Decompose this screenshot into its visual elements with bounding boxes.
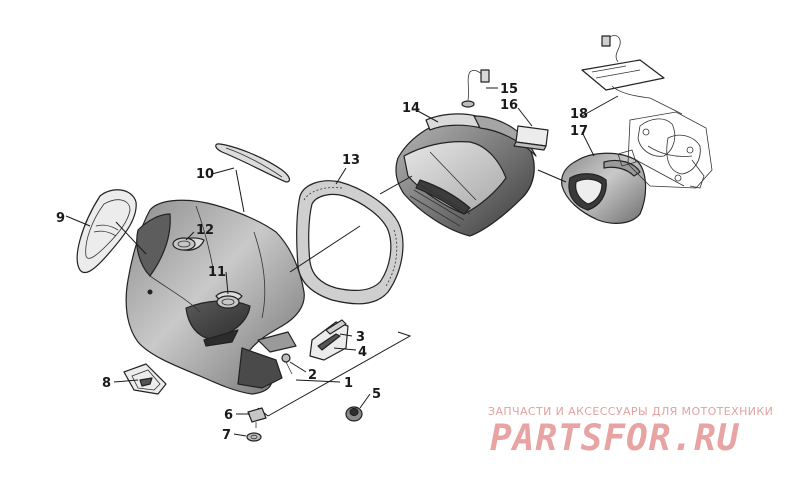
callout-7: 7 <box>222 428 231 443</box>
callout-14: 14 <box>402 101 420 116</box>
hood-shell <box>125 199 305 395</box>
grommet-11 <box>216 295 240 309</box>
callout-12: 12 <box>196 223 214 238</box>
callout-1: 1 <box>344 376 353 391</box>
gasket-10 <box>215 143 291 183</box>
callout-6: 6 <box>224 408 233 423</box>
intake-boot-17 <box>561 152 647 224</box>
callout-18: 18 <box>570 107 588 122</box>
bracket-3-4 <box>309 319 349 361</box>
callout-13: 13 <box>342 153 360 168</box>
callout-3: 3 <box>356 330 365 345</box>
callout-8: 8 <box>102 376 111 391</box>
callout-2: 2 <box>308 368 317 383</box>
callout-11: 11 <box>208 265 226 280</box>
airbox-14 <box>395 113 537 237</box>
watermark-logo: PARTSFOR.RU <box>490 418 740 459</box>
callout-9: 9 <box>56 211 65 226</box>
throttle-assembly-18 <box>581 35 713 189</box>
callout-10: 10 <box>196 167 214 182</box>
screw-2 <box>281 353 293 375</box>
sensor-15 <box>461 69 490 108</box>
watermark-tagline: ЗАПЧАСТИ И АКСЕССУАРЫ ДЛЯ МОТОТЕХНИКИ <box>488 405 774 418</box>
pad-16 <box>513 125 549 151</box>
grommet-12 <box>172 237 196 251</box>
callout-labels: 1 2 3 4 5 6 7 8 9 10 11 12 13 14 15 16 1… <box>56 82 588 443</box>
callout-15: 15 <box>500 82 518 97</box>
callout-17: 17 <box>570 124 588 139</box>
callout-5: 5 <box>372 387 381 402</box>
nut-7 <box>246 432 262 442</box>
side-panel-9 <box>76 189 137 274</box>
callout-16: 16 <box>500 98 518 113</box>
leader-lines <box>65 87 619 437</box>
filter-frame-13 <box>296 180 404 305</box>
fastener-6 <box>247 407 267 428</box>
vent-panel-8 <box>123 363 167 395</box>
grommet-5 <box>345 406 363 422</box>
callout-4: 4 <box>358 345 367 360</box>
